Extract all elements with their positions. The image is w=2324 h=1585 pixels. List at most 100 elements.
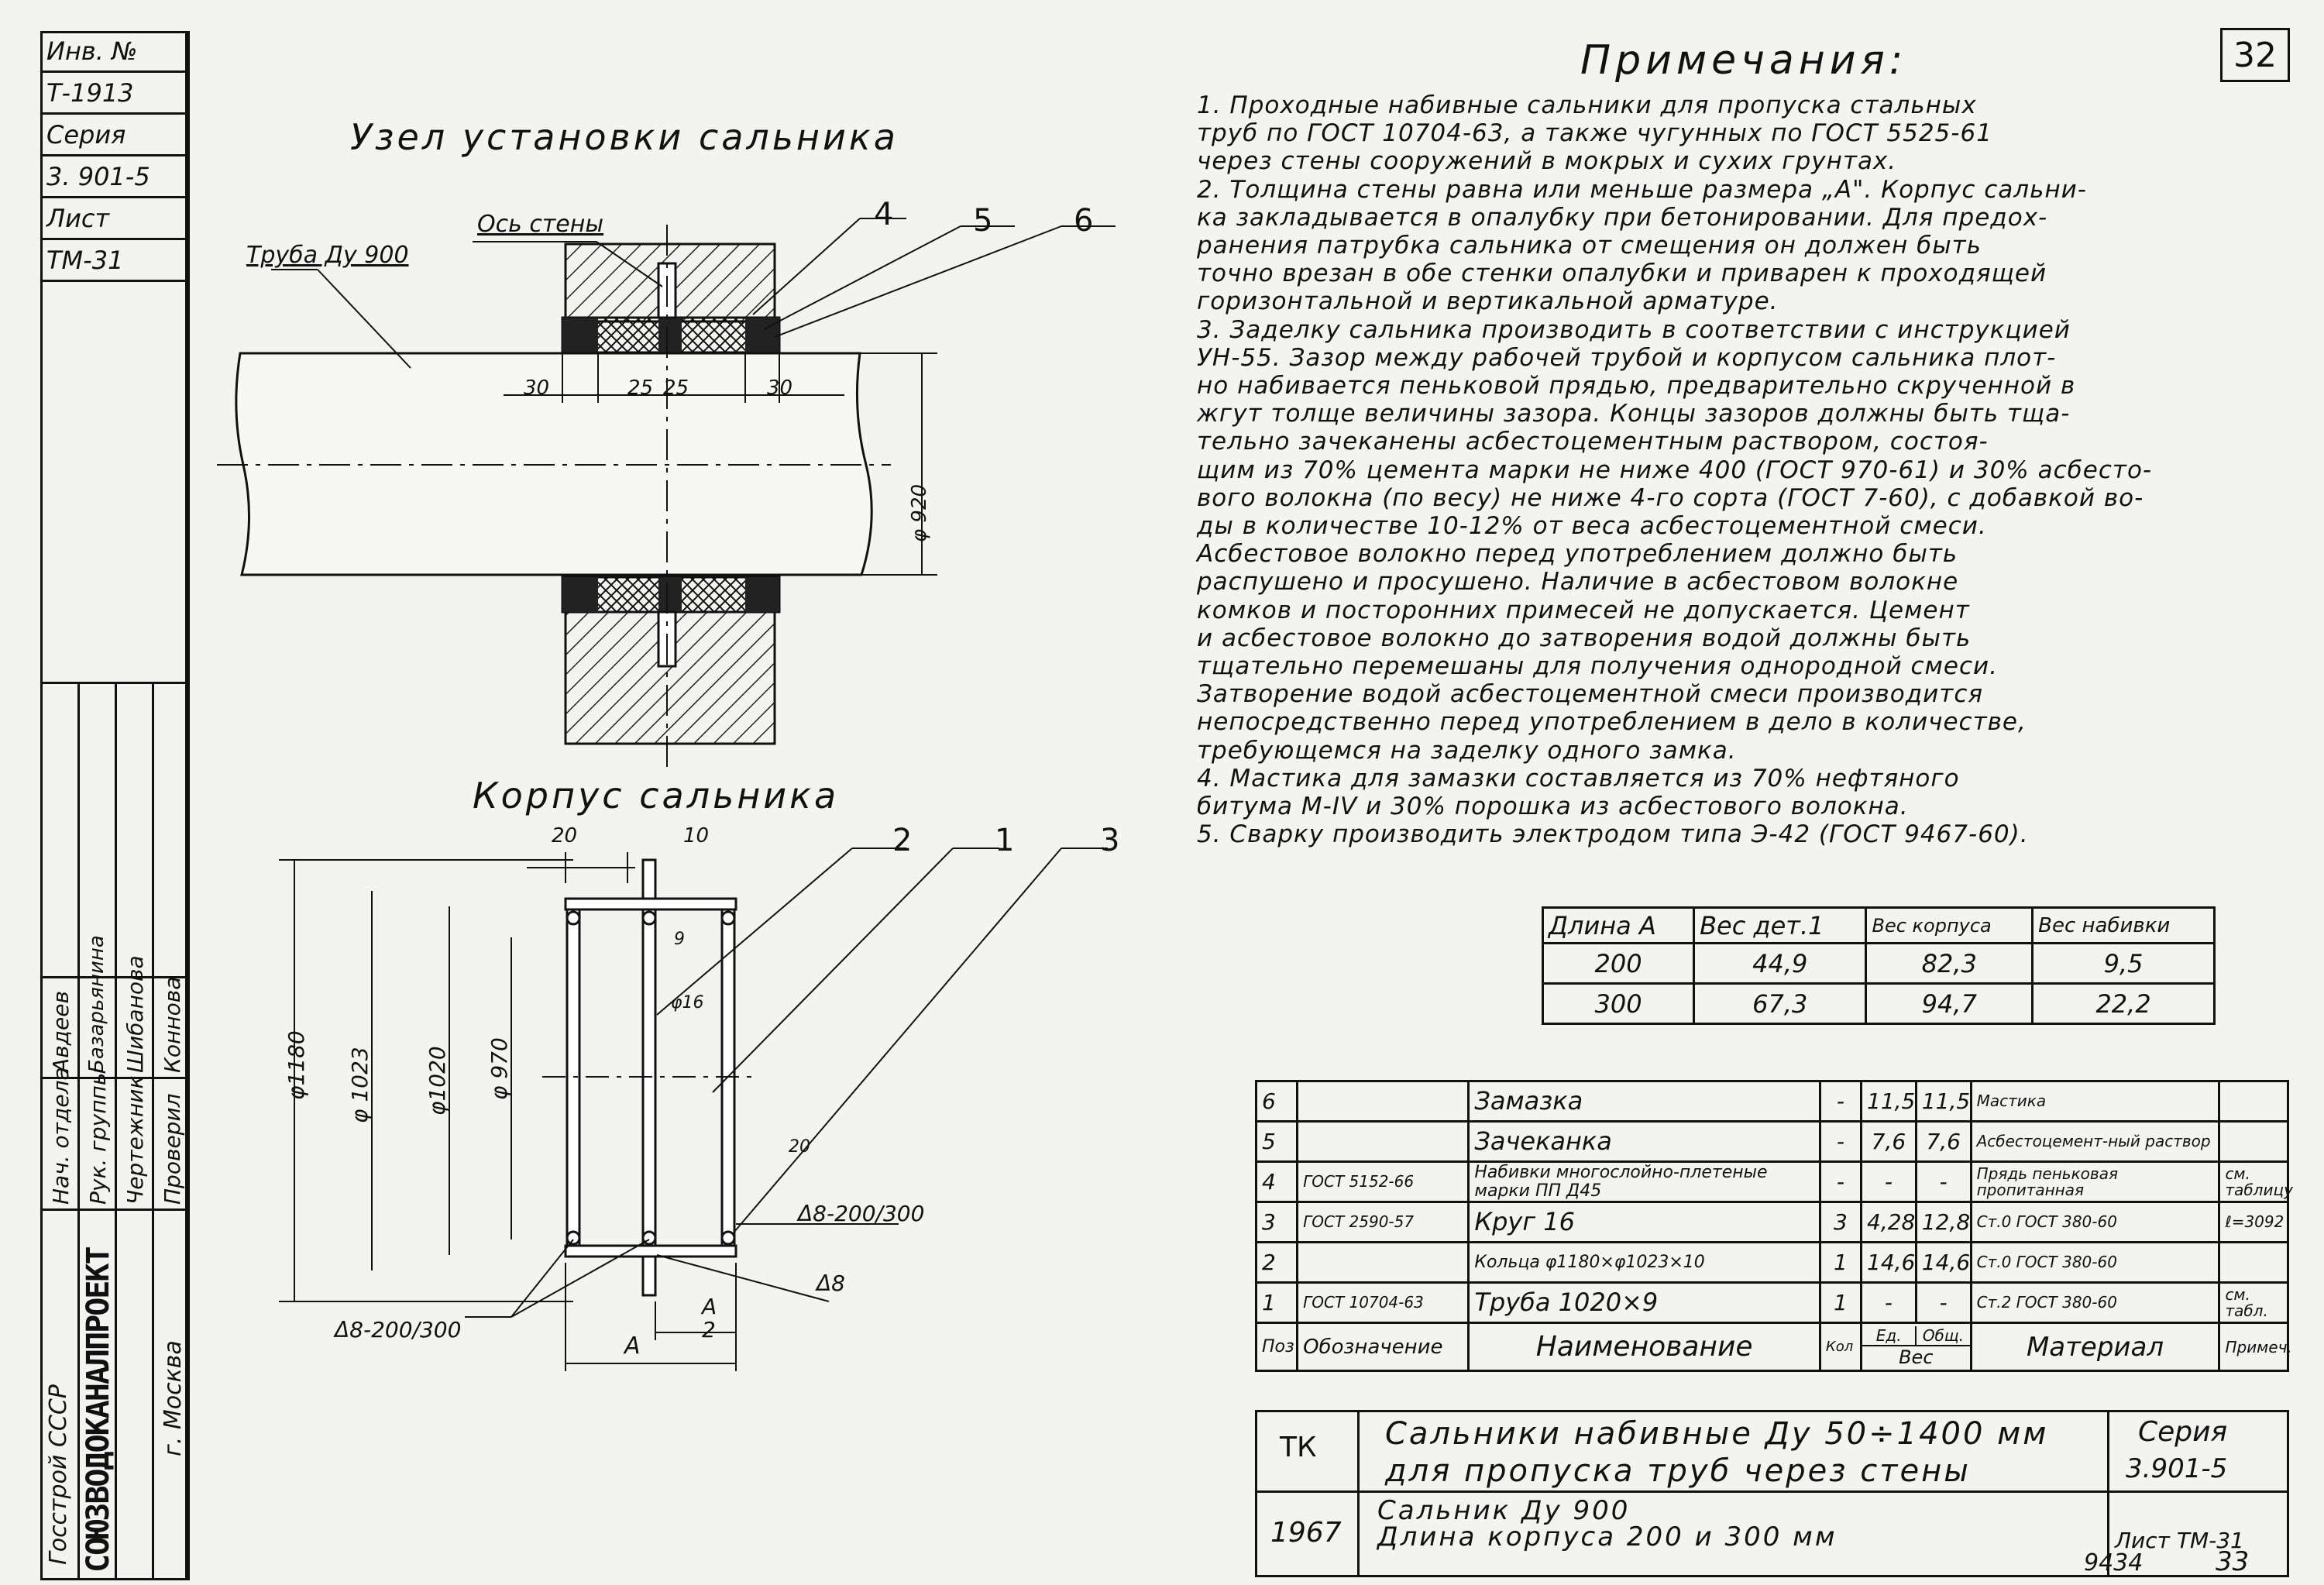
leader-4: [752, 218, 861, 315]
note-line: вого волокна (по весу) не ниже 4-го сорт…: [1197, 483, 2144, 512]
city: г. Москва: [160, 1340, 187, 1456]
weight-cell: 200: [1541, 942, 1696, 985]
spec-cell: Кольца φ1180×φ1023×10: [1467, 1241, 1821, 1284]
caulk-bottom-right: [745, 577, 779, 612]
note-line: 2. Толщина стены равна или меньше размер…: [1197, 175, 2087, 204]
note-line: через стены сооружений в мокрых и сухих …: [1197, 147, 1897, 176]
spec-cell: -: [1818, 1160, 1863, 1203]
spec-header-pos: Поз: [1254, 1322, 1299, 1372]
spec-cell: ГОСТ 2590-57: [1296, 1201, 1470, 1243]
tb-series-label: Серия: [2138, 1416, 2228, 1448]
title-node: Узел установки сальника: [350, 116, 899, 158]
note-line: 4. Мастика для замазки составляется из 7…: [1197, 764, 1960, 792]
weight-header: Вес набивки: [2031, 906, 2216, 944]
spec-cell: Ст.0 ГОСТ 380-60: [1969, 1201, 2221, 1243]
weight-header-row: Длина А Вес дет.1 Вес корпуса Вес набивк…: [1541, 906, 2216, 944]
spec-cell: 7,6: [1914, 1120, 1972, 1163]
spec-cell: [1296, 1080, 1470, 1123]
spec-cell: 4: [1254, 1160, 1299, 1203]
spec-cell: [2218, 1120, 2289, 1163]
name-0: Авдеев: [48, 991, 74, 1073]
main-frame-left: [187, 31, 190, 1580]
note-line: но набивается пеньковой прядью, предвари…: [1197, 372, 2076, 400]
note-line: распушено и просушено. Наличие в асбесто…: [1197, 568, 1959, 597]
spec-cell: 1: [1818, 1241, 1863, 1284]
spec-cell: ГОСТ 5152-66: [1296, 1160, 1470, 1203]
spec-cell: 2: [1254, 1241, 1299, 1284]
note-line: труб по ГОСТ 10704-63, а также чугунных …: [1197, 119, 1992, 148]
note-line: УН-55. Зазор между рабочей трубой и корп…: [1197, 343, 2057, 372]
body-flange-top: [641, 858, 657, 900]
dim-970: φ 970: [486, 1037, 512, 1100]
footer-num-1: 9434: [2084, 1549, 2144, 1576]
weld-label-2: Δ8: [816, 1270, 845, 1296]
spec-cell: Зачеканка: [1467, 1120, 1821, 1163]
spec-header-total: Общ.: [1922, 1325, 1965, 1345]
dim-16: φ16: [671, 993, 704, 1013]
spec-cell: ℓ=3092: [2218, 1201, 2289, 1243]
role-1: Рук. группы: [85, 1068, 111, 1205]
left-stamp-grid: [40, 682, 187, 1583]
spec-cell: -: [1860, 1281, 1917, 1324]
tb-line-v2: [2107, 1410, 2109, 1577]
dim-A1: А: [702, 1294, 717, 1319]
spec-cell: [1296, 1241, 1470, 1284]
spec-cell: Ст.0 ГОСТ 380-60: [1969, 1241, 2221, 1284]
note-line: точно врезан в обе стенки опалубки и при…: [1197, 260, 2047, 288]
ring-top: [658, 318, 682, 352]
tb-line-v1: [1357, 1410, 1360, 1577]
dim-10: 10: [683, 824, 710, 848]
weight-cell: 9,5: [2031, 942, 2216, 985]
spec-header-designation: Обозначение: [1296, 1322, 1470, 1372]
spec-cell: -: [1914, 1160, 1972, 1203]
note-line: 1. Проходные набивные сальники для пропу…: [1197, 91, 1977, 119]
weight-row: 300 67,3 94,7 22,2: [1541, 982, 2216, 1025]
dim-20: 20: [552, 824, 578, 848]
note-line: комков и посторонних примесей не допуска…: [1197, 596, 1970, 624]
note-line: ранения патрубка сальника от смещения он…: [1197, 232, 1982, 260]
leader-6: [774, 225, 1062, 338]
tb-year: 1967: [1270, 1517, 1342, 1549]
spec-cell: -: [1818, 1120, 1863, 1163]
role-3: Проверил: [160, 1093, 185, 1205]
spec-cell: 4,28: [1860, 1201, 1917, 1243]
tb-sub-1: Сальник Ду 900: [1377, 1495, 1631, 1526]
spec-cell: -: [1914, 1281, 1972, 1324]
body-pipe-top: [564, 897, 737, 911]
weight-cell: 300: [1541, 982, 1696, 1025]
weight-cell: 22,2: [2031, 982, 2216, 1025]
weight-header: Вес дет.1: [1693, 906, 1868, 944]
leader-2: [656, 848, 853, 1016]
weight-header: Вес корпуса: [1865, 906, 2034, 944]
left-stamp-col2: [115, 682, 117, 1580]
note-line: тельно зачеканены асбестоцементным раств…: [1197, 428, 1989, 456]
callout-4: 4: [874, 197, 894, 232]
caulk-top-left: [562, 318, 598, 352]
weld-label-1: Δ8-200/300: [798, 1201, 925, 1226]
weight-cell: 82,3: [1865, 942, 2034, 985]
role-0: Нач. отдела: [48, 1067, 74, 1205]
spec-cell: 7,6: [1860, 1120, 1917, 1163]
spec-cell: Труба 1020×9: [1467, 1281, 1821, 1324]
weight-row: 200 44,9 82,3 9,5: [1541, 942, 2216, 985]
note-line: ды в количестве 10-12% от веса асбестоце…: [1197, 512, 1987, 540]
spec-header-unit: Ед.: [1862, 1325, 1917, 1345]
dim-A2: А: [624, 1332, 641, 1360]
spec-header-qty: Кол: [1818, 1322, 1863, 1372]
note-line: непосредственно перед употреблением в де…: [1197, 708, 2027, 737]
spec-header-note: Примеч.: [2218, 1322, 2292, 1372]
leader-axis: [596, 241, 663, 287]
spec-cell: Набивки многослойно-плетеные марки ПП Д4…: [1467, 1160, 1821, 1203]
inv-value: Т-1913: [40, 73, 187, 115]
body-drawing: [279, 848, 1108, 1371]
title-body: Корпус сальника: [473, 775, 840, 817]
ring-bottom: [658, 577, 682, 612]
caulk-bottom-left: [562, 577, 598, 612]
callout-3: 3: [1100, 823, 1120, 858]
spec-cell: [2218, 1241, 2289, 1284]
label-wall-axis: Ось стены: [477, 211, 604, 238]
